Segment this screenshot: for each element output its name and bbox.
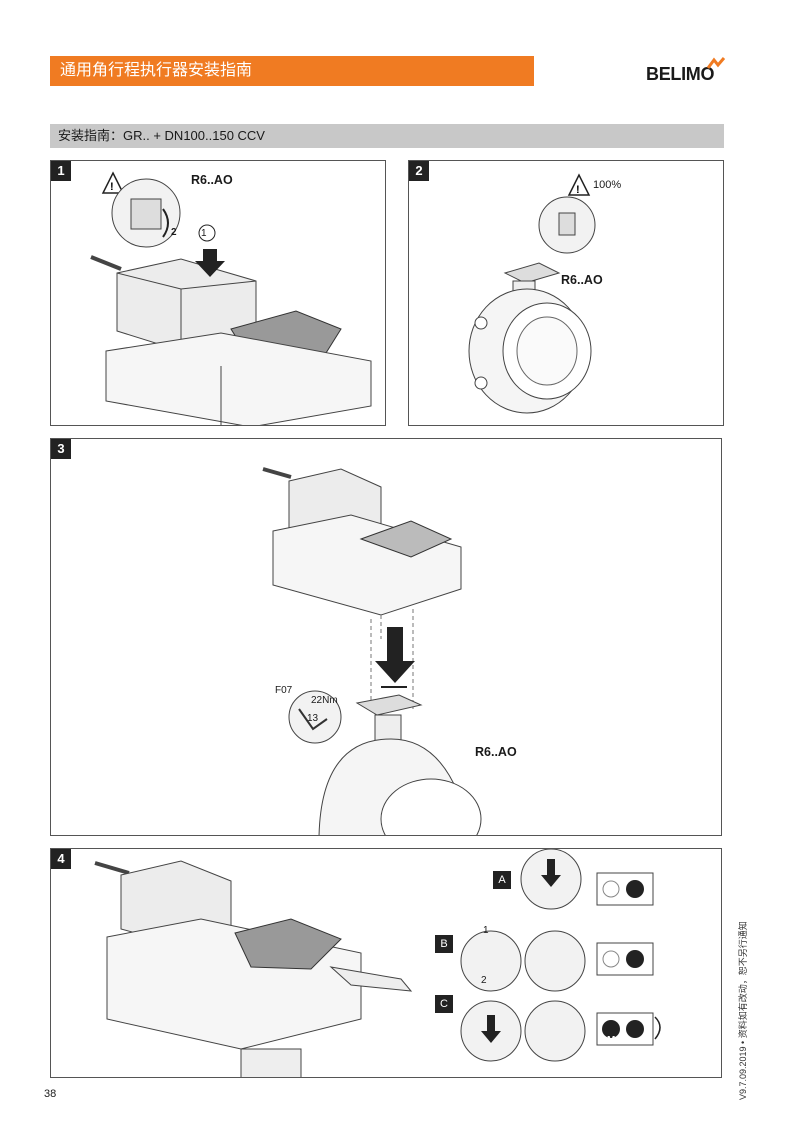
step-1-panel: 1 ! R6..AO 1 2 (50, 160, 386, 426)
step-number: 1 (51, 161, 71, 181)
callout-number: 1 (201, 228, 207, 239)
valve-model-label: R6..AO (561, 273, 603, 287)
mode-tag-a: A (493, 871, 511, 889)
actuator-illustration-1: ! (90, 171, 372, 425)
brand-mark-icon (706, 57, 726, 69)
valve-illustration-2: ! (468, 173, 596, 414)
mode-tag-c: C (435, 995, 453, 1013)
tightening-torque: 22Nm (311, 695, 338, 706)
callout-number-2: 2 (481, 975, 487, 986)
callout-number-1: 1 (483, 925, 489, 936)
mode-tag-b: B (435, 935, 453, 953)
step-2-panel: 2 ! 100% R6..AO (408, 160, 724, 426)
manual-override-illustration-4 (94, 849, 661, 1077)
svg-text:!: ! (576, 184, 580, 196)
flange-size: F07 (275, 685, 293, 696)
step-4-panel: 4 A B C 1 2 M (50, 848, 722, 1078)
svg-text:!: ! (110, 181, 114, 193)
brand-name: BELIMO (646, 64, 715, 84)
rotation-step-number: 2 (171, 227, 177, 238)
section-heading: 安装指南：GR.. + DN100..150 CCV (50, 124, 724, 148)
valve-model-label: R6..AO (475, 745, 517, 759)
belimo-logo: BELIMO (646, 57, 730, 88)
mounting-illustration-3 (262, 467, 482, 835)
wrench-size: 13 (307, 713, 319, 724)
section-title: 安装指南：GR.. + DN100..150 CCV (58, 128, 265, 143)
page-number: 38 (44, 1088, 57, 1100)
opening-percent: 100% (593, 179, 622, 191)
step-3-panel: 3 F07 22Nm 13 R6..AO (50, 438, 722, 836)
step-number: 2 (409, 161, 429, 181)
step-number: 3 (51, 439, 71, 459)
valve-model-label: R6..AO (191, 173, 233, 187)
motor-symbol: M (607, 1035, 616, 1046)
version-note: V9.7.09.2019 • 资料如有改动，恕不另行通知 (738, 921, 748, 1100)
document-title-bar: 通用角行程执行器安装指南 (50, 56, 534, 86)
step-number: 4 (51, 849, 71, 869)
document-title: 通用角行程执行器安装指南 (60, 62, 253, 79)
